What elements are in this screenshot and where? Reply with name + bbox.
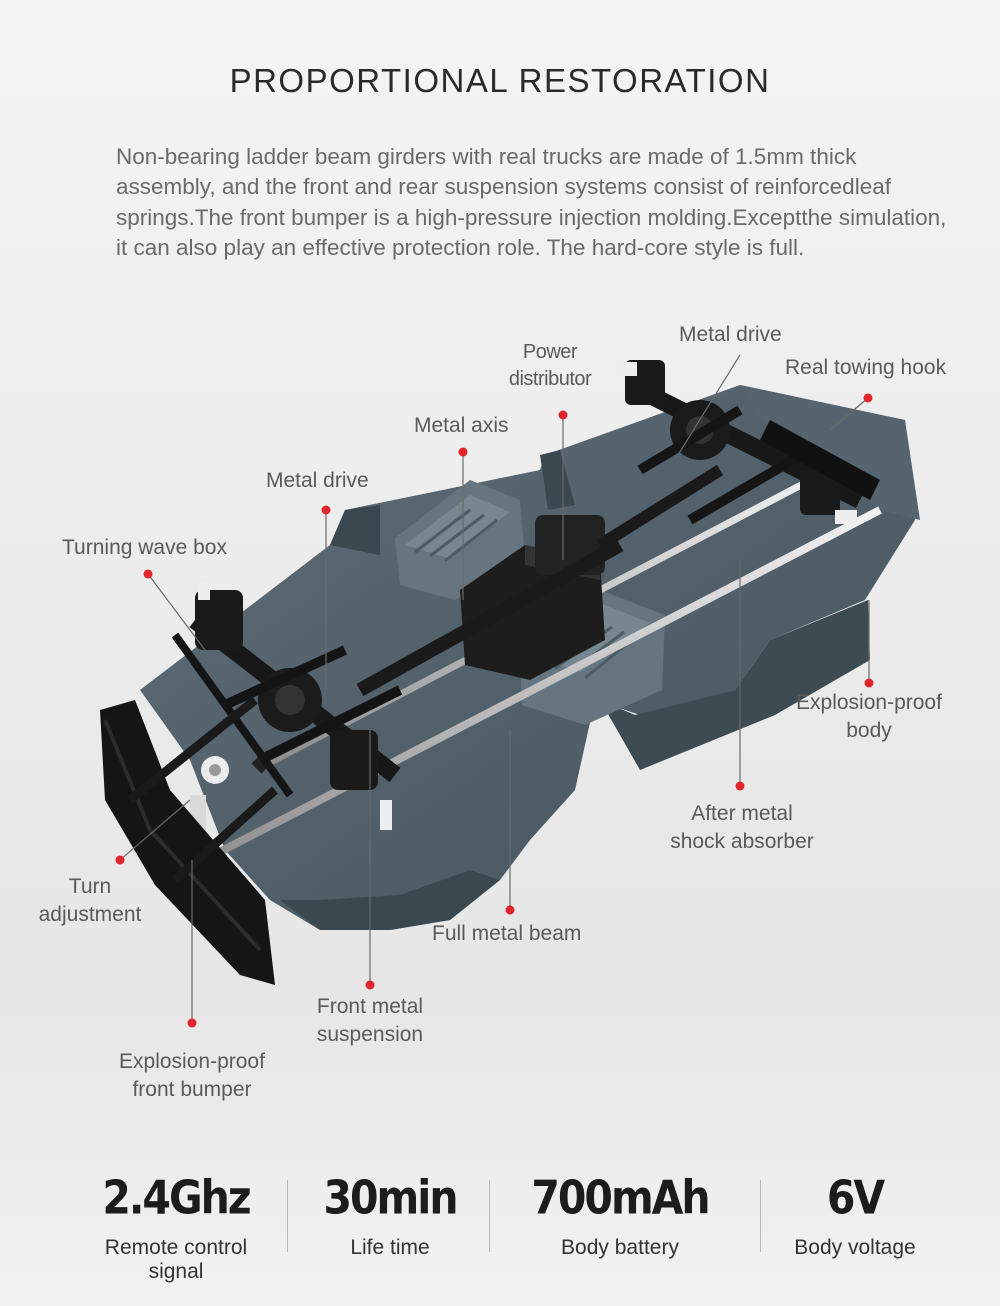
spec-divider bbox=[287, 1180, 288, 1252]
spec-caption: Body battery bbox=[561, 1236, 679, 1259]
label-metal-drive-front: Metal drive bbox=[266, 469, 369, 492]
spec-value: 30min bbox=[323, 1171, 458, 1225]
transfer-case bbox=[356, 464, 724, 697]
page-title: PROPORTIONAL RESTORATION bbox=[229, 62, 771, 99]
spec-voltage: 6V Body voltage bbox=[770, 1168, 940, 1260]
label-full-metal-beam: Full metal beam bbox=[432, 922, 582, 945]
spec-life-time: 30min Life time bbox=[300, 1168, 480, 1260]
label-metal-drive-rear: Metal drive bbox=[679, 323, 782, 346]
spec-value: 6V bbox=[826, 1171, 885, 1225]
label-turning-wave-box: Turning wave box bbox=[62, 536, 227, 559]
spec-caption: Life time bbox=[350, 1236, 430, 1259]
leader-lines bbox=[119, 354, 870, 1023]
callout-dots bbox=[115, 393, 874, 1028]
label-metal-axis: Metal axis bbox=[414, 414, 509, 437]
spec-value: 2.4Ghz bbox=[102, 1171, 251, 1225]
intro-paragraph: Non-bearing ladder beam girders with rea… bbox=[116, 144, 947, 261]
spec-battery: 700mAh Body battery bbox=[510, 1168, 730, 1260]
label-real-towing-hook: Real towing hook bbox=[785, 356, 947, 379]
spec-caption: Body voltage bbox=[794, 1236, 916, 1259]
spec-divider bbox=[760, 1180, 761, 1252]
spec-value: 700mAh bbox=[531, 1171, 710, 1225]
rear-axle bbox=[615, 360, 880, 525]
spec-divider bbox=[489, 1180, 490, 1252]
